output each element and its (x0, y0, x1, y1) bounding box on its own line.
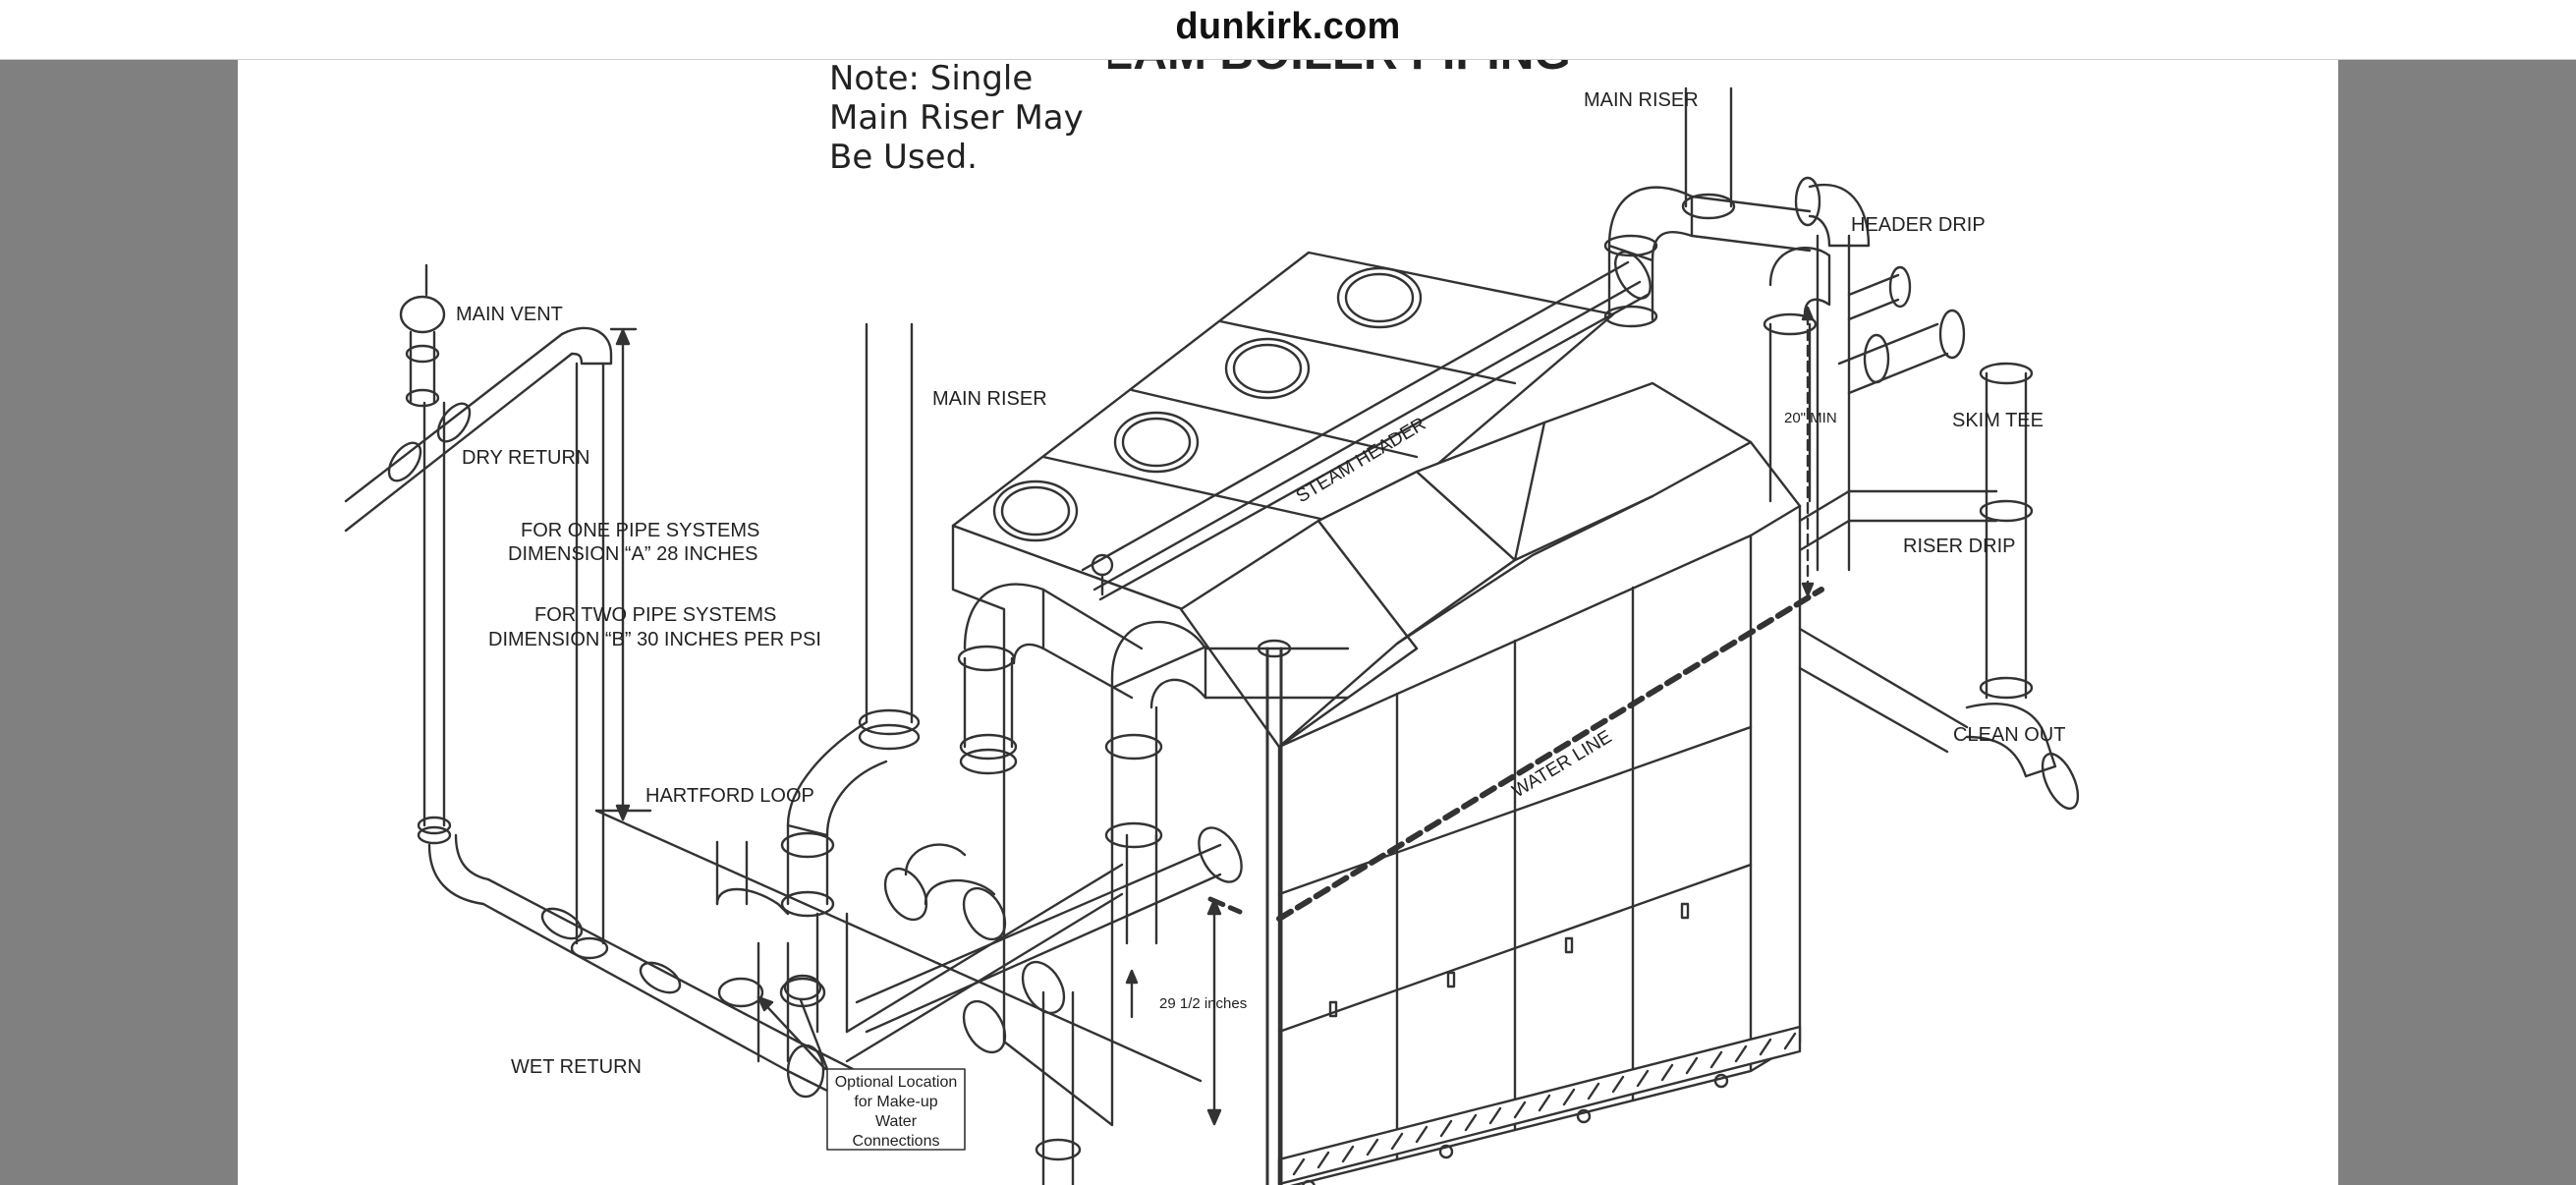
flue-outlet-1 (992, 480, 1079, 542)
flue-outlet-3 (1224, 337, 1311, 400)
label-riser-drip: RISER DRIP (1903, 536, 2015, 557)
boiler-base-rail (1277, 1025, 1802, 1185)
hartford-loop (715, 826, 1243, 1185)
dry-return-piping (344, 263, 613, 960)
flue-outlet-4 (1336, 266, 1423, 329)
label-dry-return: DRY RETURN (462, 447, 589, 469)
note-text: Note: Single Main Riser May Be Used. (825, 59, 1108, 177)
label-twenty-min: 20" MIN (1784, 410, 1837, 426)
label-one-pipe-2: DIMENSION “A” 28 INCHES (508, 543, 757, 565)
clean-out-cap (2041, 752, 2080, 811)
label-optional-1: Optional Location (835, 1074, 958, 1091)
makeup-location-1 (717, 977, 764, 1008)
boiler-body (951, 251, 1802, 1185)
label-wet-return: WET RETURN (511, 1056, 642, 1078)
label-optional-4: Connections (853, 1133, 940, 1150)
wet-return-piping (427, 833, 933, 1143)
flue-outlet-2 (1113, 411, 1200, 474)
label-header-drip: HEADER DRIP (1851, 214, 1986, 236)
browser-top-bar: dunkirk.com (0, 0, 2576, 60)
document-page: STEAM BOILER PIPING (238, 59, 2338, 1185)
label-clean-out: CLEAN OUT (1953, 724, 2065, 746)
boiler-piping-diagram: STEAM BOILER PIPING (344, 59, 2080, 1185)
site-title: dunkirk.com (1175, 6, 1401, 47)
label-one-pipe-1: FOR ONE PIPE SYSTEMS (521, 520, 759, 541)
diagram-heading: STEAM BOILER PIPING (1041, 59, 1571, 80)
main-vent-fitting (399, 295, 446, 334)
label-main-vent: MAIN VENT (456, 304, 563, 325)
header-right (1603, 86, 2080, 811)
optional-location-box (826, 1068, 966, 1151)
label-skim-tee: SKIM TEE (1952, 410, 2044, 431)
label-main-riser-top: MAIN RISER (1584, 89, 1699, 111)
label-optional-2: for Make-up (854, 1094, 937, 1110)
label-twenty-nine: 29 1/2 inches (1159, 995, 1247, 1012)
skim-tee-cap (1938, 309, 1966, 360)
main-riser-left (780, 322, 1350, 918)
label-hartford-loop: HARTFORD LOOP (645, 785, 814, 807)
label-two-pipe-2: DIMENSION “B” 30 INCHES PER PSI (488, 629, 821, 650)
label-two-pipe-1: FOR TWO PIPE SYSTEMS (534, 604, 776, 626)
steam-header (1081, 251, 1652, 601)
label-optional-3: Water (875, 1113, 918, 1130)
label-main-riser-left: MAIN RISER (932, 388, 1047, 410)
